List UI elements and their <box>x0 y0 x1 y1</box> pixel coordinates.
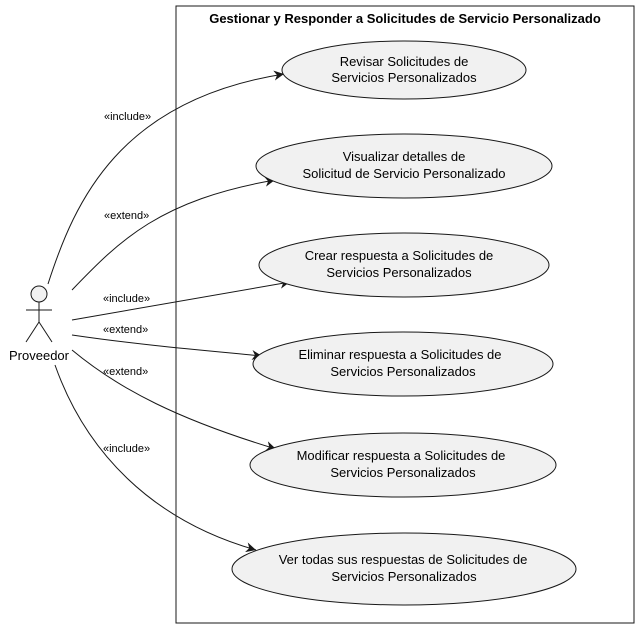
use-case-1[interactable]: Revisar Solicitudes de Servicios Persona… <box>281 40 527 100</box>
use-case-5-line2: Servicios Personalizados <box>330 465 476 480</box>
relation-label-1: «include» <box>104 111 151 123</box>
use-case-2-line1: Visualizar detalles de <box>343 149 466 164</box>
relation-label-6: «include» <box>103 443 150 455</box>
relation-edge-1 <box>47 70 285 285</box>
relation-edge-2 <box>71 176 276 291</box>
system-boundary: Gestionar y Responder a Solicitudes de S… <box>175 5 635 624</box>
relations: «include» «extend» «include» «extend» «e… <box>47 70 291 553</box>
relation-edge-4 <box>71 334 263 361</box>
relation-label-2: «extend» <box>104 210 149 222</box>
relation-label-5: «extend» <box>103 366 148 378</box>
use-case-4[interactable]: Eliminar respuesta a Solicitudes de Serv… <box>252 331 554 397</box>
use-case-2[interactable]: Visualizar detalles de Solicitud de Serv… <box>255 133 553 199</box>
relation-edge-5 <box>71 349 277 451</box>
relation-label-4: «extend» <box>103 324 148 336</box>
use-case-3-line2: Servicios Personalizados <box>326 265 472 280</box>
use-case-3[interactable]: Crear respuesta a Solicitudes de Servici… <box>258 232 550 298</box>
use-case-1-line2: Servicios Personalizados <box>331 70 477 85</box>
actor-left-leg <box>25 321 40 343</box>
actor-right-leg <box>38 321 53 343</box>
use-case-5-line1: Modificar respuesta a Solicitudes de <box>297 448 506 463</box>
use-case-6[interactable]: Ver todas sus respuestas de Solicitudes … <box>231 532 577 606</box>
use-case-4-line1: Eliminar respuesta a Solicitudes de <box>298 347 501 362</box>
use-case-3-line1: Crear respuesta a Solicitudes de <box>305 248 494 263</box>
use-case-6-line1: Ver todas sus respuestas de Solicitudes … <box>279 552 528 567</box>
actor-name: Proveedor <box>9 348 70 363</box>
use-case-6-line2: Servicios Personalizados <box>331 569 477 584</box>
relation-edge-3 <box>71 278 291 321</box>
use-case-4-line2: Servicios Personalizados <box>330 364 476 379</box>
actor-proveedor[interactable]: Proveedor <box>9 285 70 363</box>
relation-edge-6 <box>54 364 257 553</box>
use-case-2-line2: Solicitud de Servicio Personalizado <box>302 166 505 181</box>
actor-head <box>30 285 48 303</box>
system-title: Gestionar y Responder a Solicitudes de S… <box>209 11 601 26</box>
relation-label-3: «include» <box>103 293 150 305</box>
use-case-1-line1: Revisar Solicitudes de <box>340 54 469 69</box>
use-case-5[interactable]: Modificar respuesta a Solicitudes de Ser… <box>249 432 557 498</box>
